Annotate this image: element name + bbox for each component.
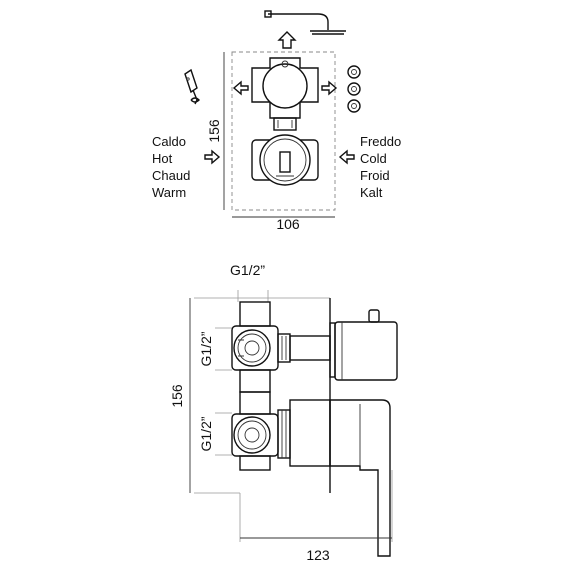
side-mixer-body bbox=[231, 391, 331, 471]
side-depth-dimension: 123 bbox=[306, 547, 330, 563]
right-outlet-arrow-icon bbox=[321, 80, 338, 96]
side-view-drawing: G1/2” bbox=[169, 262, 398, 563]
body-jets-icon bbox=[347, 65, 361, 113]
top-thread-label: G1/2” bbox=[230, 262, 265, 278]
mixer-lever-handle bbox=[329, 399, 391, 557]
connector-pipe bbox=[273, 117, 297, 131]
cold-inlet-label-de: Kalt bbox=[360, 185, 383, 200]
hand-shower-icon bbox=[184, 68, 200, 105]
hot-inlet-label-fr: Chaud bbox=[152, 168, 190, 183]
diverter-handle bbox=[329, 309, 398, 381]
cold-inlet-label-en: Cold bbox=[360, 151, 387, 166]
mixer-valve-body bbox=[251, 134, 319, 186]
side-diverter-body bbox=[231, 301, 331, 393]
up-outlet-arrow-icon bbox=[277, 31, 297, 49]
upper-thread-label: G1/2” bbox=[198, 331, 214, 366]
concealed-box-outline bbox=[231, 51, 336, 211]
lower-thread-label: G1/2” bbox=[198, 416, 214, 451]
cold-inlet-label-fr: Froid bbox=[360, 168, 390, 183]
cold-inlet-label-it: Freddo bbox=[360, 134, 401, 149]
side-height-dimension: 156 bbox=[169, 384, 185, 408]
hot-inlet-arrow-icon bbox=[204, 149, 221, 165]
hot-inlet-label-en: Hot bbox=[152, 151, 173, 166]
left-outlet-arrow-icon bbox=[232, 80, 249, 96]
top-height-dimension: 156 bbox=[206, 119, 222, 143]
diverter-valve-body bbox=[251, 57, 319, 119]
cold-inlet-arrow-icon bbox=[338, 149, 355, 165]
overhead-shower-icon bbox=[264, 10, 346, 35]
top-width-dimension: 106 bbox=[276, 216, 300, 232]
hot-inlet-label-de: Warm bbox=[152, 185, 186, 200]
top-view-drawing: Caldo Hot Chaud Warm Freddo Cold Froid K… bbox=[152, 10, 401, 232]
hot-inlet-label-it: Caldo bbox=[152, 134, 186, 149]
